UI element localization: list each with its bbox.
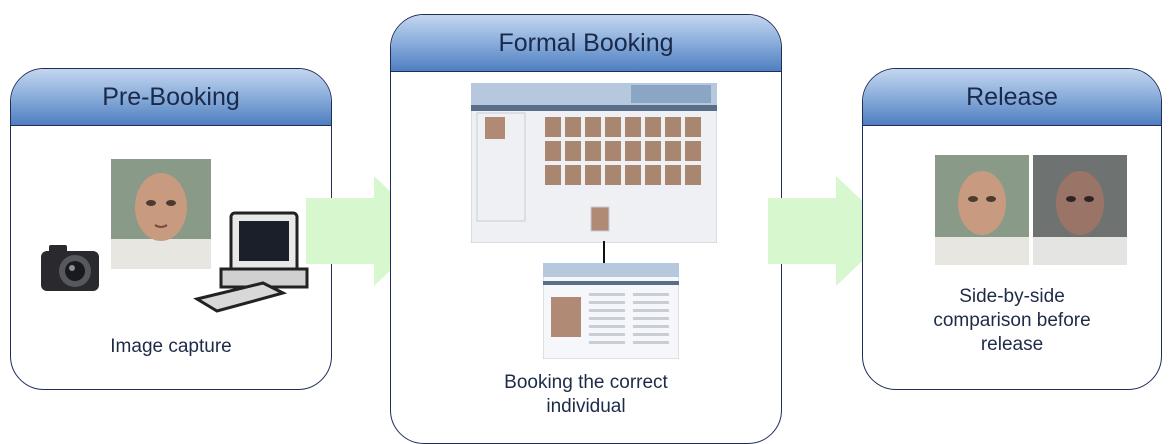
caption-line: individual: [546, 396, 626, 417]
stage-release: Release Side-by-side comparison before r…: [862, 68, 1162, 390]
caption-line: release: [980, 334, 1044, 355]
stage-caption: Side-by-side comparison before release: [863, 285, 1161, 357]
stage-caption: Image capture: [110, 336, 232, 357]
mugshot-photo: [935, 155, 1029, 265]
mugshot-photo: [111, 159, 211, 269]
computer-icon: [193, 211, 309, 313]
stage-title: Formal Booking: [391, 15, 781, 72]
website-screenshot: [471, 83, 717, 243]
stage-caption: Booking the correct individual: [391, 371, 781, 419]
caption-line: Side-by-side: [959, 286, 1065, 307]
stage-formal-booking: Formal Booking Bo: [390, 14, 782, 444]
stage-title: Pre-Booking: [11, 69, 331, 126]
camera-icon: [41, 245, 99, 291]
stage-pre-booking: Pre-Booking Image capture: [10, 68, 332, 390]
booking-record-screenshot: [543, 263, 679, 359]
stage-title: Release: [863, 69, 1161, 126]
caption-line: Booking the correct: [504, 372, 668, 393]
release-photo: [1033, 155, 1127, 265]
caption-line: comparison before: [933, 310, 1091, 331]
